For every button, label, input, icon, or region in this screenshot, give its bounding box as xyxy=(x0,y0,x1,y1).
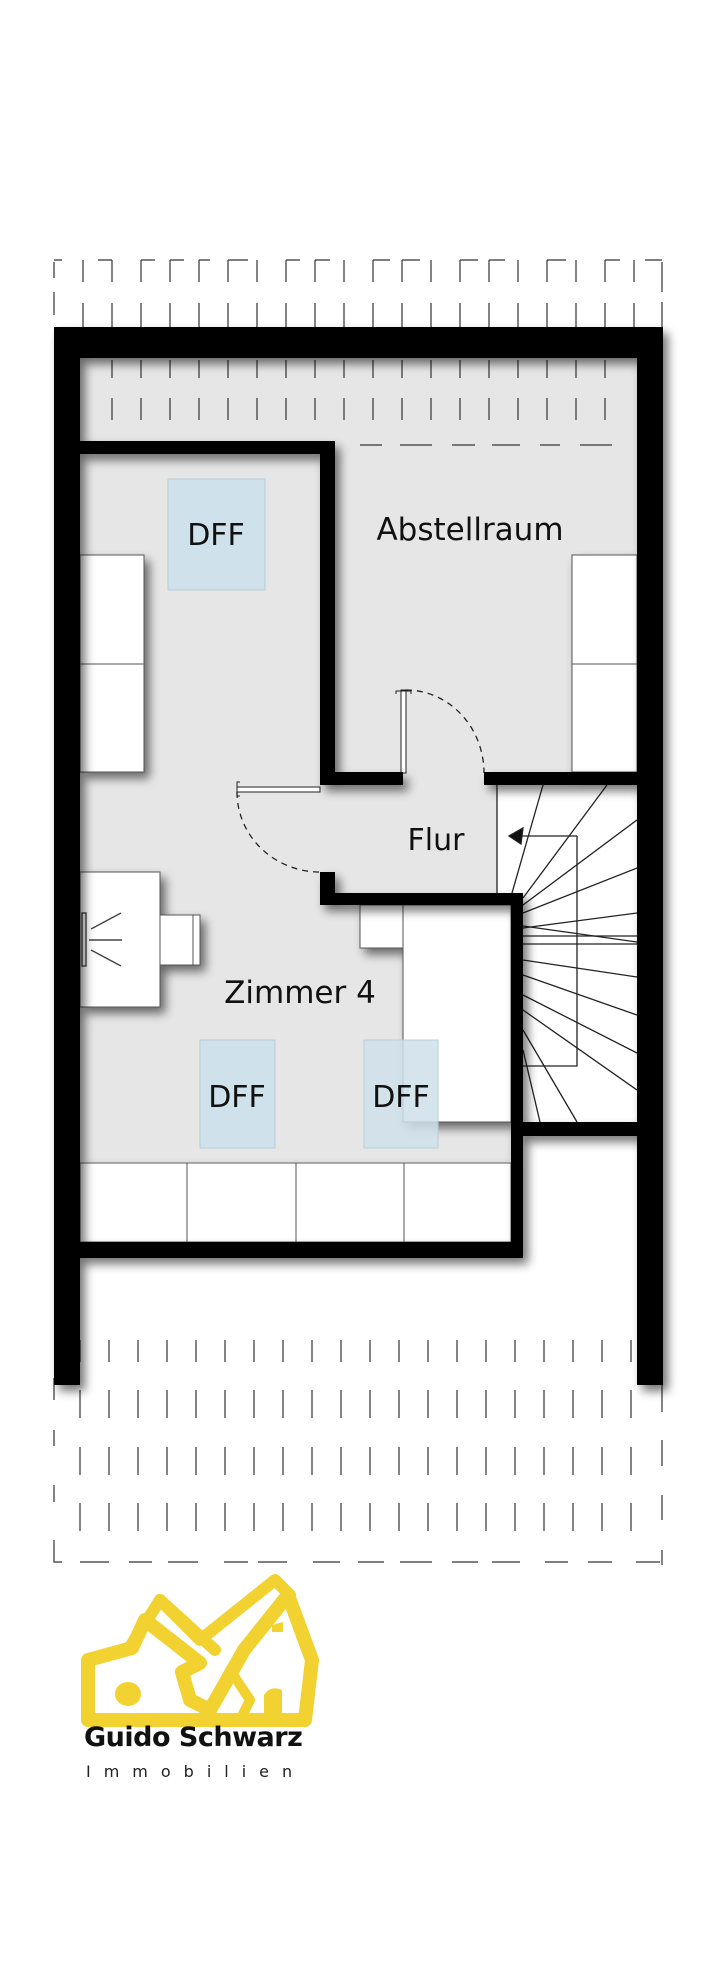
walls xyxy=(54,327,663,1385)
room-label-storage: Abstellraum xyxy=(376,512,563,548)
staircase xyxy=(496,784,638,1123)
skylights xyxy=(167,478,439,1149)
skylight-label-1: DFF xyxy=(187,518,245,553)
room-label-hall: Flur xyxy=(408,823,466,858)
side-table xyxy=(359,904,404,949)
stair-arrow-icon xyxy=(507,826,524,846)
roof-tiles-inside xyxy=(111,360,612,446)
floor-area xyxy=(80,357,637,772)
logo-company-name: Guido Schwarz xyxy=(84,1722,303,1753)
skylight-3 xyxy=(363,1039,439,1149)
room-label-room4: Zimmer 4 xyxy=(224,975,376,1011)
skylight-label-2: DFF xyxy=(208,1080,266,1115)
roof-tiles-top xyxy=(53,259,663,327)
logo-house-icon xyxy=(81,1574,319,1727)
logo-subtitle: Immobilien xyxy=(86,1762,306,1781)
lamp-icon xyxy=(81,912,122,967)
doors xyxy=(236,689,485,873)
skylight-2 xyxy=(199,1039,276,1149)
skylight-label-3: DFF xyxy=(372,1080,430,1115)
roof-tiles-bottom xyxy=(53,1340,663,1565)
skylight-1 xyxy=(167,478,266,591)
chair xyxy=(159,914,201,966)
closet-dividers xyxy=(186,1163,405,1242)
